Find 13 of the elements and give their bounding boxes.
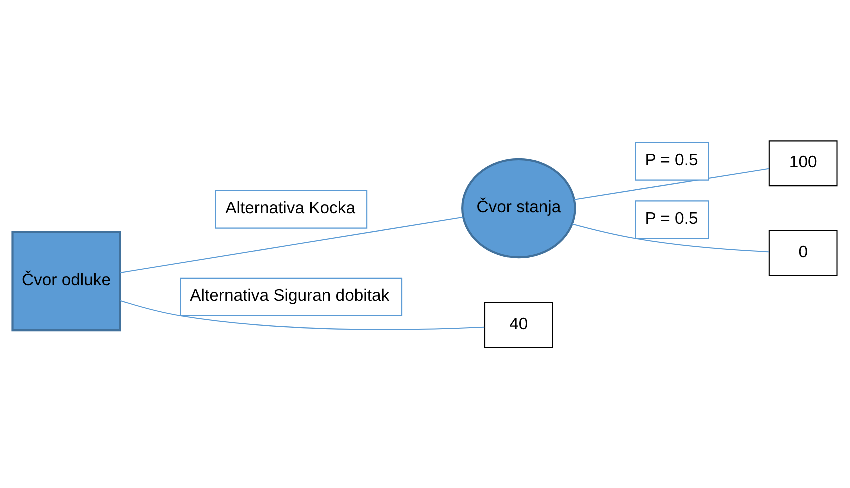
edge-label: Alternativa Kocka xyxy=(226,198,356,217)
edge-label: Alternativa Siguran dobitak xyxy=(190,286,390,305)
node-box: 40 xyxy=(484,302,554,348)
connector xyxy=(574,168,770,200)
connector xyxy=(572,223,770,252)
edge-label: P = 0.5 xyxy=(645,208,698,228)
node-box: 100 xyxy=(768,140,838,186)
node-ellipse: Čvor stanja xyxy=(462,158,576,258)
node-box: Čvor odluke xyxy=(12,230,122,332)
connector xyxy=(120,216,464,273)
connector xyxy=(120,300,485,330)
edge-label: P = 0.5 xyxy=(645,150,698,169)
node-box: 0 xyxy=(768,230,838,276)
